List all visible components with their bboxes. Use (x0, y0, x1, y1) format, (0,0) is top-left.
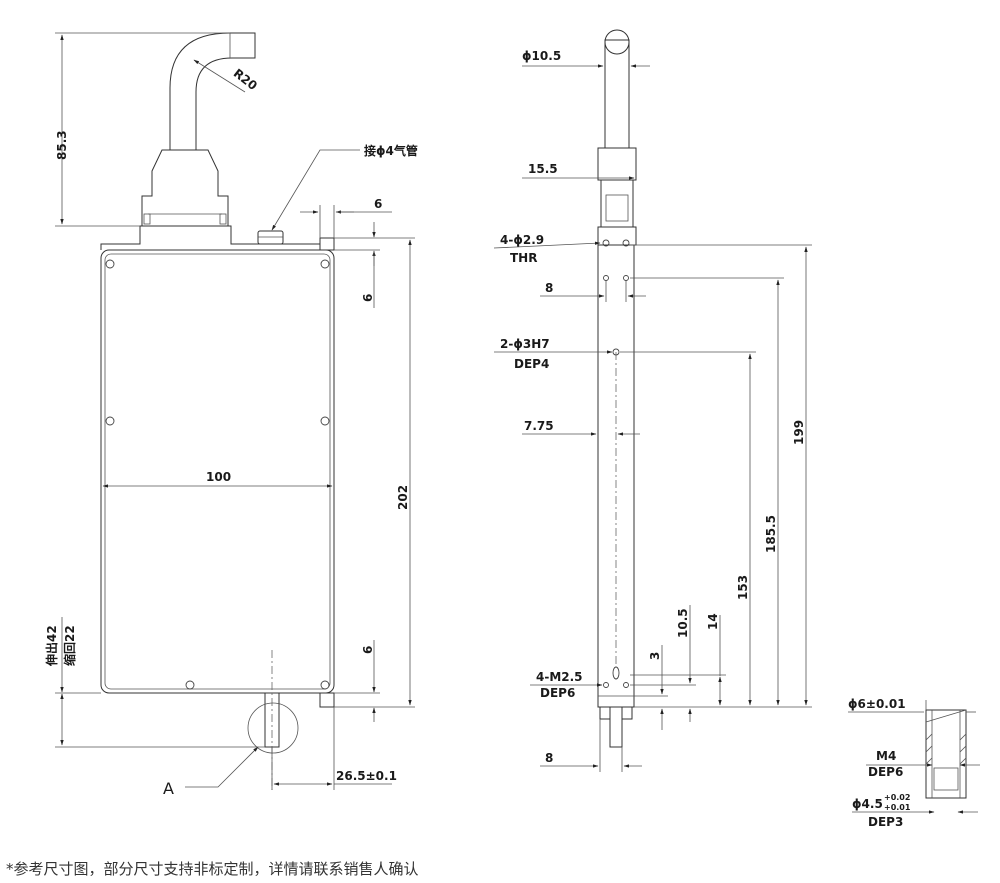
detail-dia-label: ϕ6±0.01 (848, 697, 906, 711)
side-leg-right (621, 706, 633, 720)
side-hole (603, 275, 609, 281)
detail-bore-tol-lo: +0.01 (884, 803, 911, 812)
side-cable-end (604, 29, 630, 55)
detail-thread-sub: DEP6 (868, 765, 903, 779)
cable (169, 32, 256, 150)
dim-26-5: 26.5±0.1 (336, 769, 397, 783)
dim-8-top: 8 (545, 281, 553, 295)
r20-leader (193, 59, 246, 93)
dim-r20: R20 (231, 66, 260, 93)
side-connector-inner (605, 194, 629, 222)
label-thread-sub: DEP6 (540, 686, 575, 700)
detail-bore-sub: DEP3 (868, 815, 903, 829)
dim-7-75: 7.75 (524, 419, 554, 433)
label-pin-sub: DEP4 (514, 357, 549, 371)
dim-202: 202 (396, 485, 410, 510)
dim-10-5: 10.5 (676, 608, 690, 638)
detail-bore-tol-up: +0.02 (884, 793, 910, 802)
detail-thread-label: M4 (876, 749, 896, 763)
connector-screw-right (219, 213, 227, 225)
side-thread-hole (603, 682, 609, 688)
air-fitting (257, 230, 284, 245)
side-hole (623, 275, 629, 281)
body-outline (100, 249, 335, 694)
dim-15-5: 15.5 (528, 162, 558, 176)
side-leg-left (599, 706, 611, 720)
side-connector (597, 147, 637, 181)
label-thread: 4-M2.5 (536, 670, 583, 684)
detail-a-circle (247, 702, 299, 754)
label-pin: 2-ϕ3H7 (500, 337, 550, 351)
screw-hole (105, 416, 115, 426)
dim-85-3: 85.3 (55, 130, 69, 160)
dim-100: 100 (206, 470, 231, 484)
label-thr-sub: THR (510, 251, 537, 265)
dim-6-side: 6 (361, 294, 375, 302)
side-view: ϕ10.5 15.5 4-ϕ2.9 THR 8 2-ϕ3H7 DEP4 7.75… (493, 29, 812, 772)
dim-3: 3 (648, 652, 662, 660)
connector-housing (141, 149, 229, 226)
dim-185-5: 185.5 (764, 515, 778, 553)
right-side-tab-bottom (319, 692, 335, 708)
air-pipe-label: 接ϕ4气管 (364, 143, 418, 158)
detail-a-mark: A (163, 779, 174, 798)
dim-6-bottom: 6 (361, 646, 375, 654)
screw-hole (185, 680, 195, 690)
screw-hole (320, 416, 330, 426)
side-cable (604, 39, 630, 149)
detail-hatch (925, 733, 967, 765)
side-thread-hole (623, 682, 629, 688)
top-plate (100, 225, 321, 250)
body-inner-outline (104, 253, 331, 690)
side-slot (612, 666, 620, 680)
screw-hole (320, 259, 330, 269)
front-view: R20 接ϕ4气管 A 85.3 100 6 (44, 32, 418, 798)
detail-a-view: ϕ6±0.01 M4 DEP6 ϕ4.5 +0.02 +0.01 DEP3 (848, 697, 980, 829)
screw-hole (320, 680, 330, 690)
screw-hole (105, 259, 115, 269)
label-thr: 4-ϕ2.9 (500, 233, 544, 247)
stroke-retract-label: 缩回22 (62, 625, 77, 666)
dim-153: 153 (736, 575, 750, 600)
footnote: *参考尺寸图，部分尺寸支持非标定制，详情请联系销售人确认 (6, 860, 419, 878)
right-side-tab-top (319, 237, 335, 251)
dim-199: 199 (792, 420, 806, 445)
dim-phi-10-5: ϕ10.5 (522, 49, 561, 63)
dim-6-top: 6 (374, 197, 382, 211)
dim-14: 14 (706, 613, 720, 630)
detail-a-leader (185, 746, 259, 788)
detail-body (925, 709, 967, 799)
stroke-extend-label: 伸出42 (44, 625, 59, 667)
detail-chamfer (925, 709, 967, 723)
side-rod (609, 706, 623, 748)
detail-bore-label: ϕ4.5 (852, 797, 883, 811)
dim-8-bottom: 8 (545, 751, 553, 765)
leader-thr (493, 241, 601, 249)
detail-bore (933, 767, 959, 791)
connector-screw-left (143, 213, 151, 225)
air-pipe-leader (271, 149, 360, 231)
